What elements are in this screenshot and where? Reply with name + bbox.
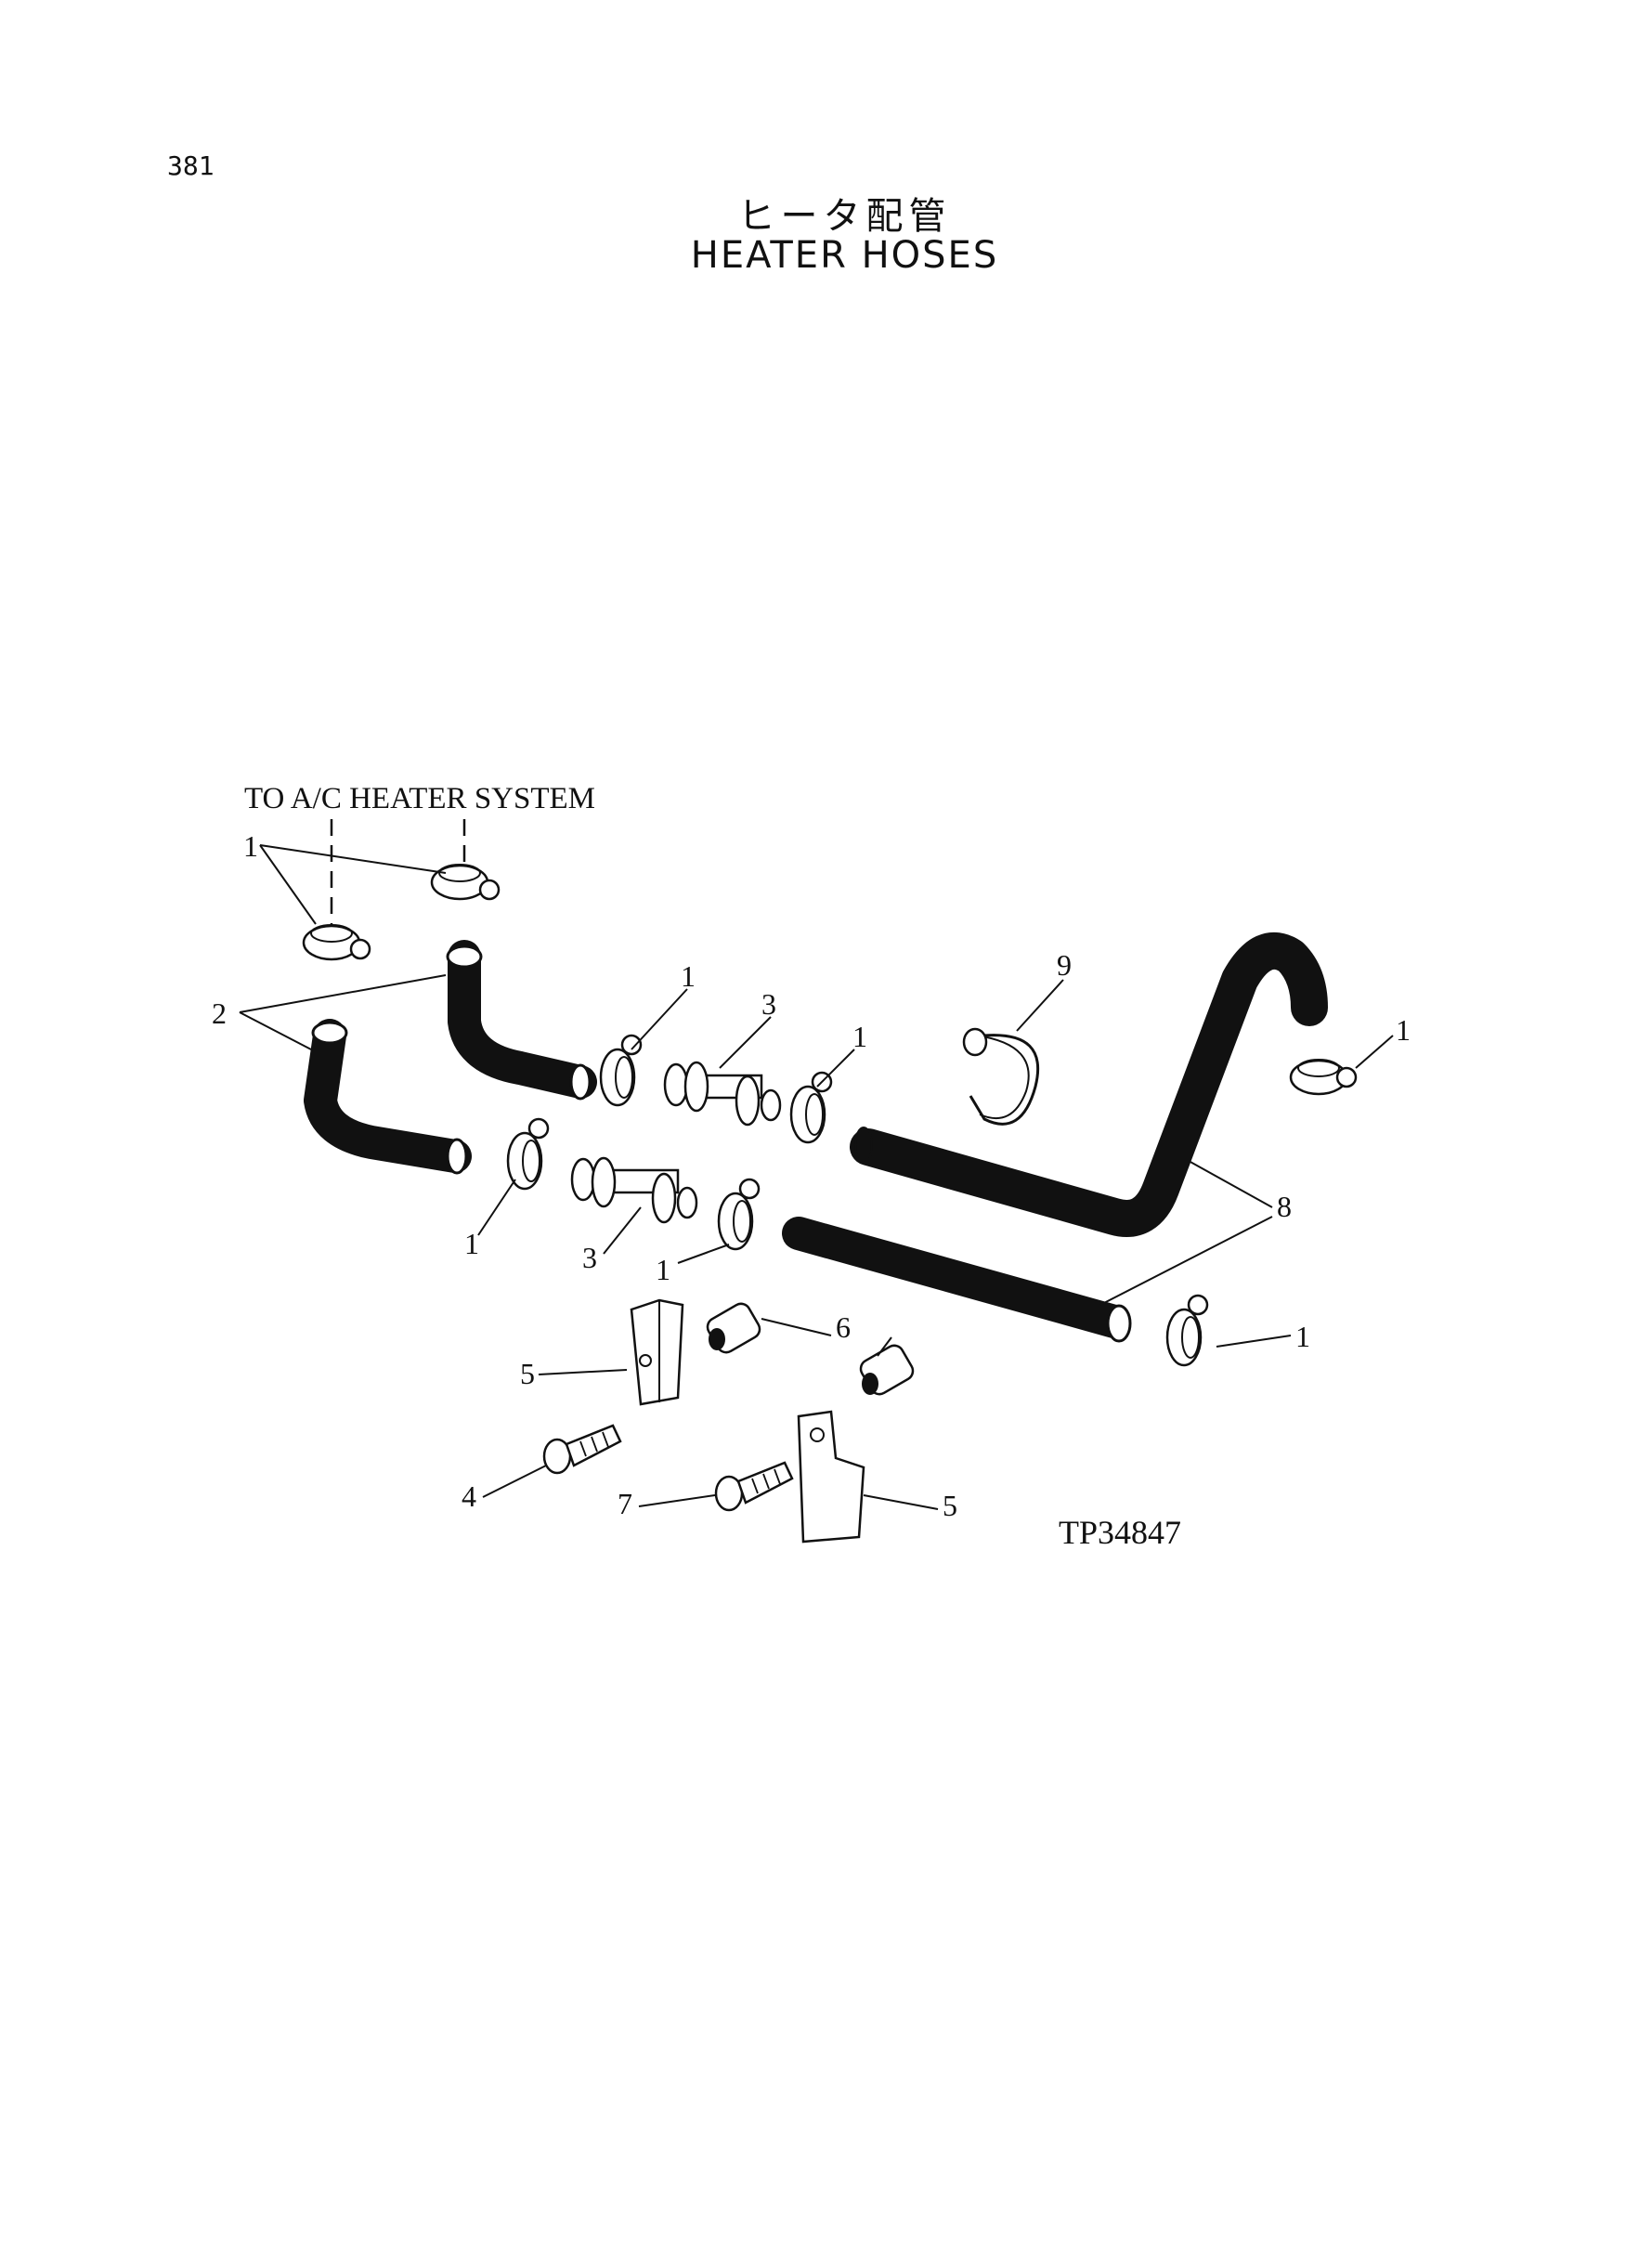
- callout-label: 1: [1295, 1320, 1310, 1353]
- page-title: HEATER HOSES: [690, 234, 999, 277]
- hose-upper-long: [850, 932, 1328, 1237]
- callout-label: 1: [1396, 1013, 1411, 1047]
- hose-upper-l: [446, 940, 597, 1101]
- callout-label: 4: [462, 1479, 476, 1513]
- hose-clamp-icon: [789, 1071, 833, 1144]
- system-caption: TO A/C HEATER SYSTEM: [244, 782, 595, 815]
- page-title-japanese: ヒータ配管: [737, 195, 952, 238]
- callout-label: 3: [761, 987, 776, 1021]
- hose-clamp-icon: [302, 924, 371, 961]
- drawing-code: TP34847: [1059, 1514, 1181, 1551]
- hose-clamp-icon: [506, 1117, 550, 1191]
- callout-label: 1: [243, 829, 258, 863]
- page-number: 381: [167, 150, 215, 181]
- hose-clamp-icon: [1289, 1059, 1358, 1096]
- callout-label: 2: [212, 997, 227, 1030]
- hose-clamp-icon: [430, 864, 501, 901]
- bolt-icon: [542, 1424, 622, 1475]
- spacer-icon: [706, 1302, 761, 1354]
- callout-label: 3: [582, 1241, 597, 1274]
- callout-label: 1: [681, 959, 696, 993]
- leader-lines: [239, 844, 1394, 1510]
- hose-lower-l: [304, 1019, 472, 1175]
- bracket-icon: [630, 1298, 684, 1406]
- callout-label: 1: [656, 1253, 670, 1286]
- callout-label: 5: [520, 1357, 535, 1390]
- hose-lower-long: [782, 1217, 1132, 1343]
- spacer-icon: [859, 1344, 915, 1396]
- connector-fitting-icon: [570, 1156, 698, 1224]
- hose-clamp-icon: [717, 1178, 761, 1251]
- bracket-icon: [797, 1410, 865, 1544]
- callout-label: 6: [836, 1310, 851, 1344]
- hose-clamp-icon: [1165, 1294, 1209, 1367]
- callout-label: 7: [618, 1487, 632, 1520]
- callout-label: 9: [1057, 948, 1072, 982]
- band-clamp-icon: [962, 1027, 1040, 1126]
- connector-fitting-icon: [663, 1061, 782, 1127]
- hose-clamp-icon: [599, 1034, 643, 1107]
- callout-label: 1: [852, 1020, 867, 1053]
- callout-label: 8: [1277, 1190, 1292, 1223]
- bolt-icon: [714, 1461, 794, 1512]
- callout-label: 1: [464, 1227, 479, 1260]
- callout-label: 5: [943, 1489, 957, 1522]
